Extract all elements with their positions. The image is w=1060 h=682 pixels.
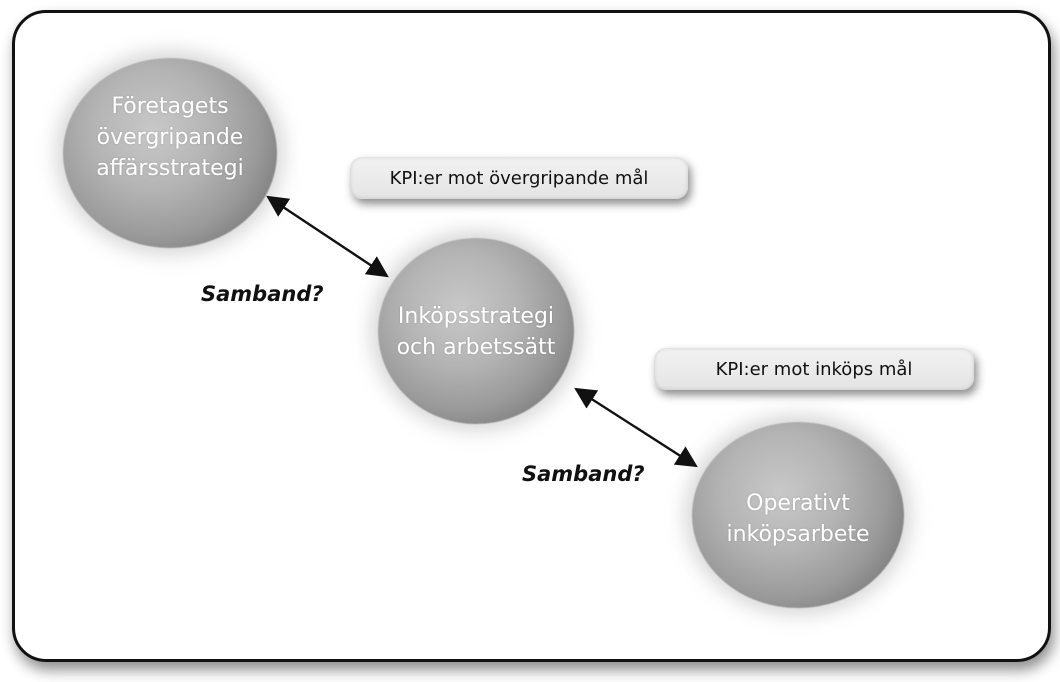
node-operative-purchasing (692, 422, 904, 608)
kpi-box-overall: KPI:er mot övergripande mål (350, 157, 688, 199)
double-arrow-1 (266, 195, 389, 278)
node-purchasing-strategy (378, 238, 574, 424)
node-company-strategy-label: Företagets övergripande affärsstrategi (96, 94, 244, 181)
kpi-box-purchasing: KPI:er mot inköps mål (654, 348, 974, 390)
node-purchasing-strategy-label: Inköpsstrategi och arbetssätt (396, 304, 556, 360)
relation-label-1: Samband? (201, 282, 324, 306)
node-operative-purchasing-label: Operativt inköpsarbete (726, 491, 870, 547)
double-arrow-2 (574, 387, 698, 468)
node-company-strategy (63, 58, 277, 248)
